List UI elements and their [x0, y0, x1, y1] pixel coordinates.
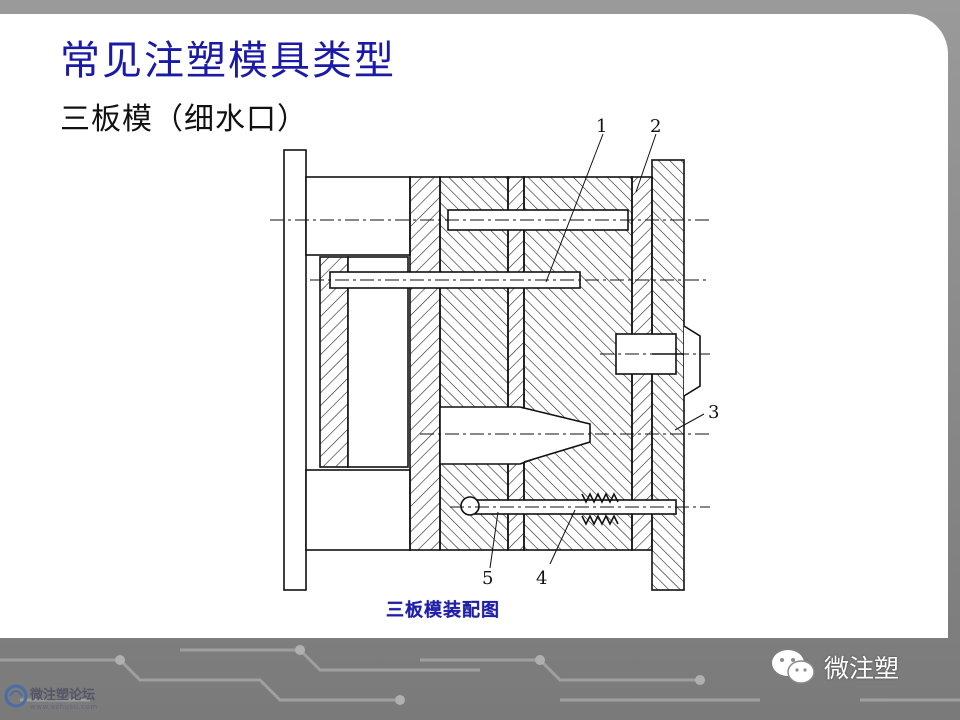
slide-subtitle: 三板模（细水口） — [60, 102, 308, 137]
forum-url: www.vzhusu.com — [30, 703, 98, 711]
callout-2: 2 — [650, 116, 661, 137]
callout-3: 3 — [708, 402, 719, 423]
wechat-account-name: 微注塑 — [824, 654, 900, 683]
slide-title: 常见注塑模具类型 — [60, 38, 396, 84]
moving-plate — [439, 176, 509, 551]
callout-1: 1 — [596, 116, 607, 137]
callout-5: 5 — [482, 568, 493, 589]
support-plate — [409, 176, 441, 551]
spacer-block-top — [305, 176, 411, 256]
three-plate-mold-drawing: 1 2 3 4 5 — [270, 116, 719, 591]
forum-logo-icon — [4, 684, 28, 708]
drawing-caption: 三板模装配图 — [386, 600, 500, 621]
ejector-plate — [319, 256, 349, 468]
forum-name: 微注塑论坛 — [30, 688, 96, 703]
moving-clamp-plate — [283, 149, 307, 591]
fixed-clamp-plate — [651, 159, 685, 591]
callout-4: 4 — [536, 568, 547, 589]
cavity-plate — [523, 176, 633, 551]
wechat-icon — [772, 650, 815, 684]
spacer-block-bottom — [305, 469, 411, 551]
wechat-watermark: 微注塑 — [770, 645, 899, 689]
stripper-plate — [507, 176, 525, 551]
